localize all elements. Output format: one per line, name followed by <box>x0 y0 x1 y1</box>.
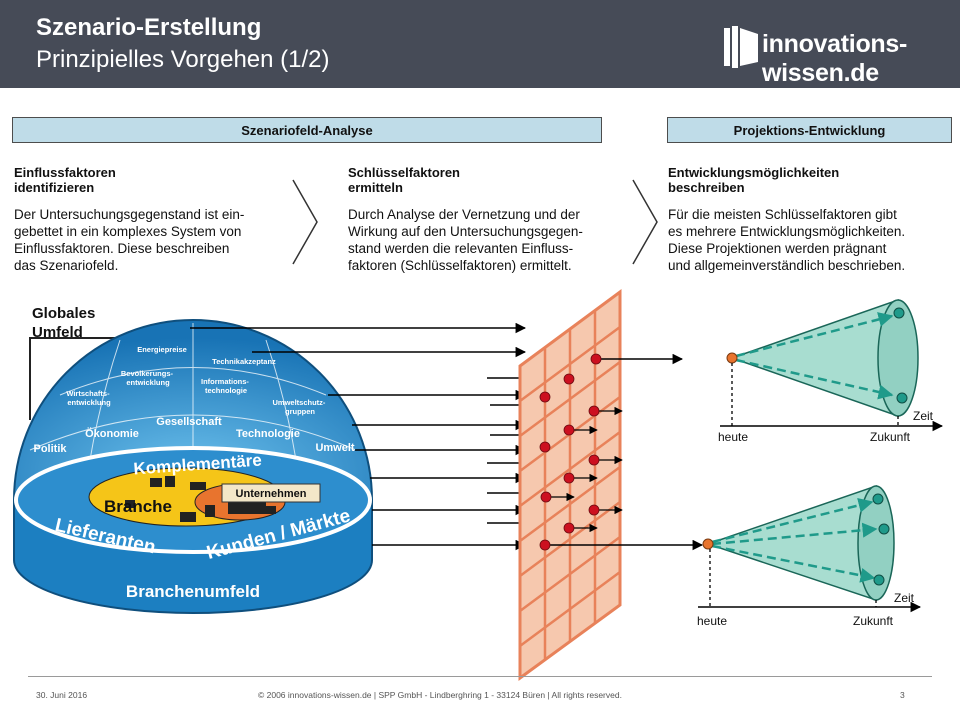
header-bar: Szenario-Erstellung Prinzipielles Vorgeh… <box>0 0 960 88</box>
technikakzeptanz-label: Technikakzeptanz <box>212 357 276 366</box>
banner-right-label: Projektions-Entwicklung <box>733 122 886 138</box>
column-1-body-line: Einflussfaktoren. Diese beschreiben <box>14 241 230 256</box>
zukunft-label-bottom: Zukunft <box>853 614 894 628</box>
unternehmen-box <box>221 483 321 503</box>
gesellschaft-label: Gesellschaft <box>156 416 222 428</box>
zukunft-label-top: Zukunft <box>870 430 911 444</box>
chevron-icon-2 <box>632 179 658 265</box>
short-lines <box>487 377 520 524</box>
column-2-heading: Schlüsselfaktoren ermitteln <box>348 165 460 195</box>
umweltschutzgruppen-label: Umweltschutz- gruppen <box>272 398 327 416</box>
logo-icon <box>724 26 758 68</box>
wirtschaftsentwicklung-label: Wirtschafts- entwicklung <box>66 389 111 407</box>
column-1-body-line: Der Untersuchungsgegenstand ist ein- <box>14 207 245 222</box>
logo-text: innovations-wissen.de <box>762 30 908 87</box>
dome: Unternehmen Energiepreise Technikakzepta… <box>12 319 374 614</box>
column-1-heading-line: identifizieren <box>14 180 95 195</box>
zeit-label-top: Zeit <box>913 409 934 423</box>
key-factor-nodes <box>539 353 602 551</box>
energiepreise-label: Energiepreise <box>137 345 187 354</box>
column-2-body-line: Durch Analyse der Vernetzung und der <box>348 207 580 222</box>
column-2-heading-line: Schlüsselfaktoren <box>348 165 460 180</box>
banner-left-label: Szenariofeld-Analyse <box>241 122 373 138</box>
slide-subtitle: Prinzipielles Vorgehen (1/2) <box>36 46 330 73</box>
column-3-heading: Entwicklungsmöglichkeiten beschreiben <box>668 165 839 195</box>
column-3-body-line: und allgemeinverständlich beschrieben. <box>668 258 906 273</box>
projection-bottom: Zeit heute Zukunft <box>697 484 922 628</box>
column-2-body: Durch Analyse der Vernetzung und der Wir… <box>348 206 583 274</box>
branche-label: Branche <box>104 497 172 516</box>
banner-szenariofeld-analyse: Szenariofeld-Analyse <box>12 117 602 143</box>
influence-arrows <box>190 322 527 551</box>
heute-label-bottom: heute <box>697 614 727 628</box>
unternehmen-label: Unternehmen <box>236 488 307 500</box>
column-1-body-line: gebettet in ein komplexes System von <box>14 224 242 239</box>
column-3-body-line: es mehrere Entwicklungsmöglichkeiten. <box>668 224 906 239</box>
politik-label: Politik <box>33 443 67 455</box>
column-2-body-line: stand werden die relevanten Einfluss- <box>348 241 574 256</box>
technologie-label: Technologie <box>236 428 300 440</box>
column-3-body: Für die meisten Schlüsselfaktoren gibt e… <box>668 206 905 274</box>
heute-label-top: heute <box>718 430 748 444</box>
column-2-body-line: Wirkung auf den Untersuchungsgegen- <box>348 224 583 239</box>
column-3-heading-line: Entwicklungsmöglichkeiten <box>668 165 840 180</box>
column-1-heading-line: Einflussfaktoren <box>14 165 116 180</box>
projection-top: Zeit heute Zukunft <box>718 298 944 444</box>
chevron-icon-1 <box>292 179 318 265</box>
branchenumfeld-label: Branchenumfeld <box>126 582 260 601</box>
umwelt-label: Umwelt <box>315 442 354 454</box>
column-1-heading: Einflussfaktoren identifizieren <box>14 165 116 195</box>
zeit-label-bottom: Zeit <box>894 591 915 605</box>
oekonomie-label: Ökonomie <box>85 427 139 440</box>
column-2-body-line: faktoren (Schlüsselfaktoren) ermittelt. <box>348 258 572 273</box>
column-2-heading-line: ermitteln <box>348 180 403 195</box>
column-1-body-line: das Szenariofeld. <box>14 258 119 273</box>
column-3-heading-line: beschreiben <box>668 180 745 195</box>
footer-date: 30. Juni 2016 <box>36 690 88 700</box>
bevoelkerungsentwicklung-label: Bevölkerungs- entwicklung <box>121 369 175 387</box>
footer-divider <box>28 676 932 677</box>
slide-title: Szenario-Erstellung <box>36 14 262 41</box>
globales-umfeld-label: Globales Umfeld <box>32 305 100 341</box>
column-1-body: Der Untersuchungsgegenstand ist ein- geb… <box>14 206 244 274</box>
column-3-body-line: Diese Projektionen werden prägnant <box>668 241 887 256</box>
column-3-body-line: Für die meisten Schlüsselfaktoren gibt <box>668 207 897 222</box>
footer-copyright: © 2006 innovations-wissen.de | SPP GmbH … <box>258 690 622 700</box>
key-factor-grid <box>518 289 622 681</box>
banner-projektions-entwicklung: Projektions-Entwicklung <box>667 117 952 143</box>
footer-page-number: 3 <box>900 690 905 700</box>
globales-umfeld-bracket <box>29 337 120 420</box>
informationstechnologie-label: Informations- technologie <box>201 377 251 395</box>
